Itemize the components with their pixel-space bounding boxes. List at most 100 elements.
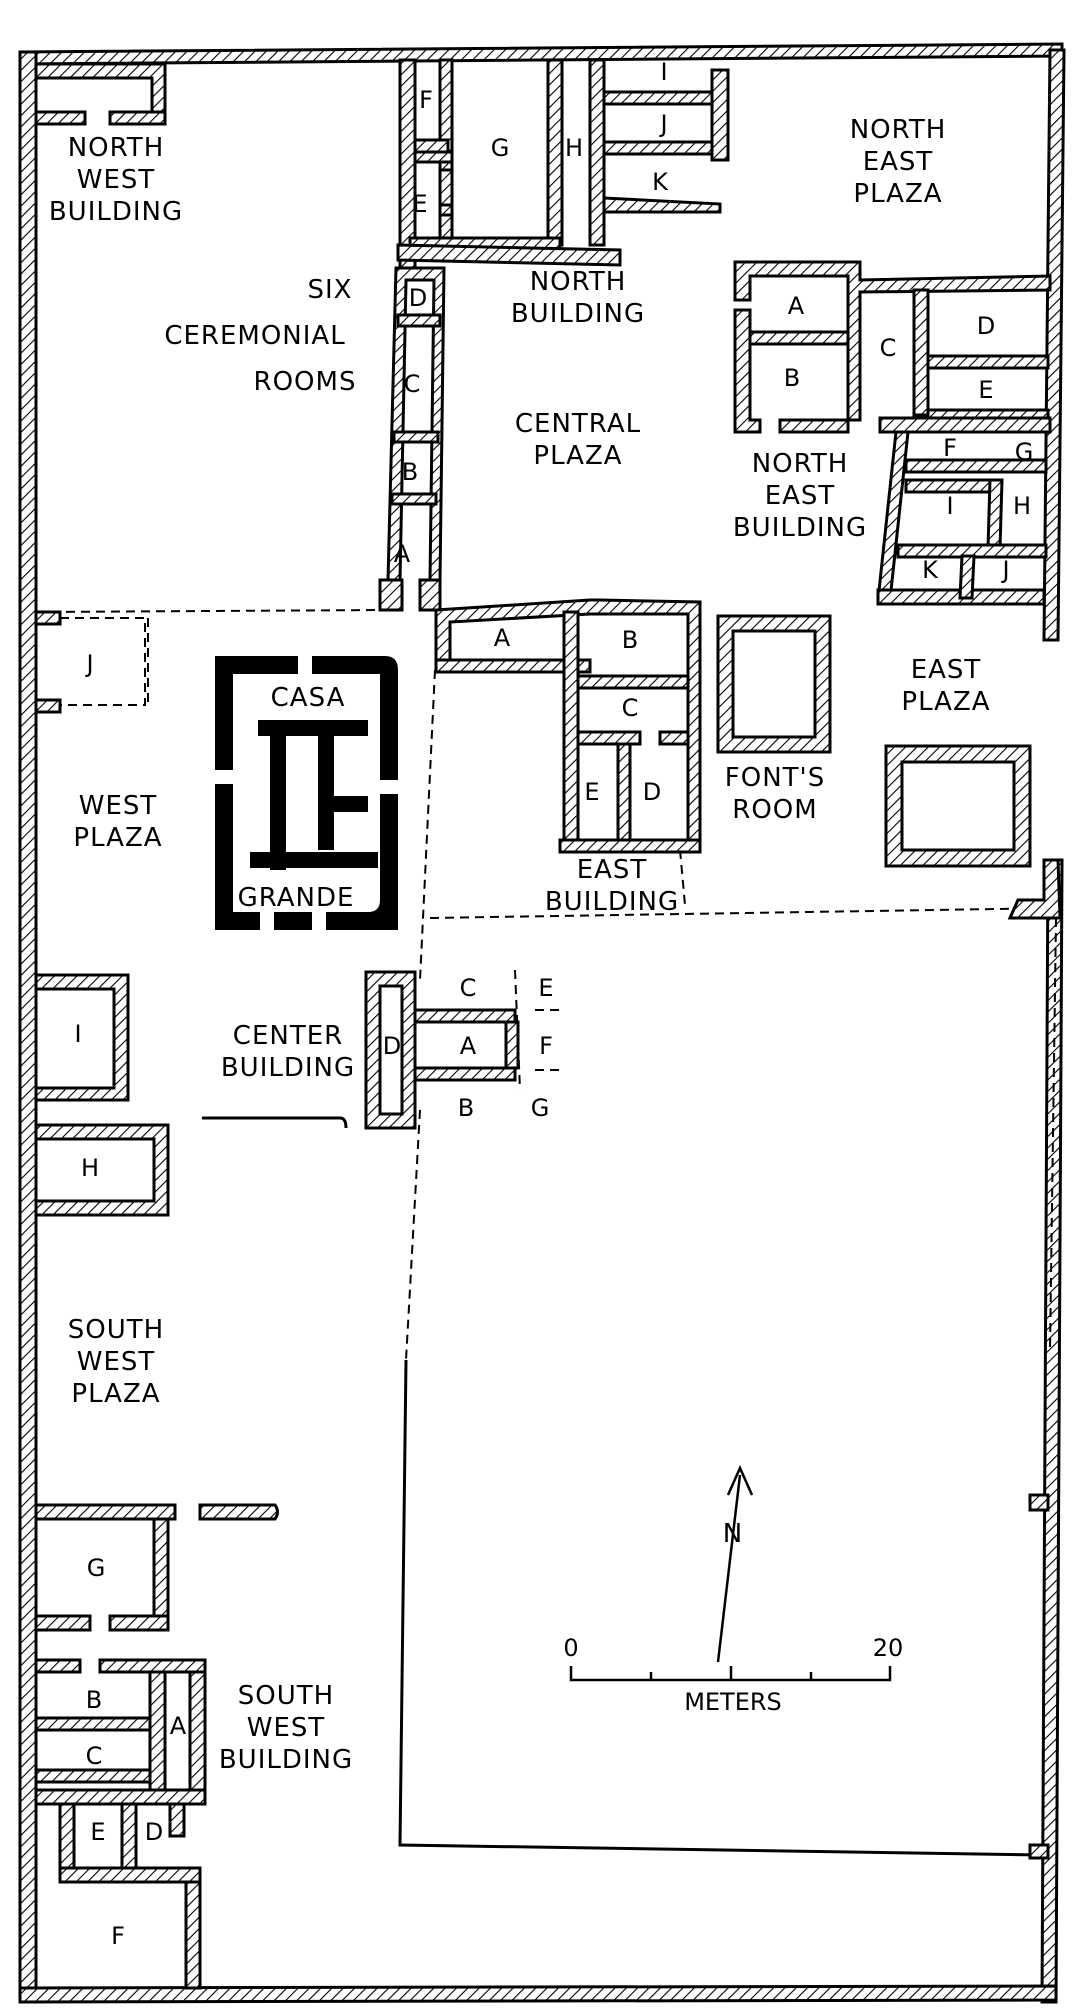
svg-text:E: E [584,778,599,806]
south-west-building-room-labels: B A C E D F [86,1686,187,1950]
svg-text:PLAZA: PLAZA [533,441,622,471]
north-arrow-icon [716,1464,754,1663]
svg-text:NORTH: NORTH [68,133,165,163]
fonts-room [716,614,832,754]
south-compound [398,1359,1050,1860]
area-casa-grande: CASA GRANDE [238,683,355,913]
svg-text:C: C [404,370,421,398]
north-east-building [733,260,1052,606]
area-six-ceremonial-rooms: SIX CEREMONIAL ROOMS [164,275,357,397]
compound-wall [18,42,1066,2004]
svg-text:B: B [622,626,638,654]
svg-text:D: D [409,284,427,312]
svg-text:F: F [539,1032,553,1060]
svg-text:F: F [419,86,433,114]
svg-text:D: D [145,1818,163,1846]
svg-text:E: E [978,376,993,404]
svg-text:I: I [946,492,953,520]
svg-text:D: D [383,1032,401,1060]
area-east-building: EAST BUILDING [545,855,678,917]
west-rooms [34,973,170,1217]
svg-text:BUILDING: BUILDING [219,1745,353,1775]
svg-text:CEREMONIAL: CEREMONIAL [164,321,345,351]
svg-text:H: H [1013,492,1031,520]
svg-text:H: H [565,134,583,162]
svg-text:ROOM: ROOM [732,795,817,825]
svg-text:B: B [402,458,418,486]
svg-text:FONT'S: FONT'S [725,763,825,793]
svg-text:PLAZA: PLAZA [73,823,162,853]
area-north-east-plaza: NORTH EAST PLAZA [850,115,947,209]
svg-text:C: C [622,694,639,722]
svg-text:CENTER: CENTER [233,1021,343,1051]
svg-text:BUILDING: BUILDING [49,197,183,227]
svg-text:E: E [90,1818,105,1846]
svg-text:SIX: SIX [308,275,353,305]
svg-text:I: I [660,58,667,86]
south-west-building [34,1503,279,1990]
area-east-plaza: EAST PLAZA [901,655,990,717]
svg-text:WEST: WEST [77,165,156,195]
area-south-west-building: SOUTH WEST BUILDING [219,1681,353,1775]
svg-text:WEST: WEST [77,1347,156,1377]
svg-text:A: A [788,292,805,320]
north-arrow-label: N [723,1519,743,1549]
svg-text:WEST: WEST [79,791,158,821]
scale-start-label: 0 [563,1634,578,1662]
scale-unit-label: METERS [684,1688,782,1716]
svg-text:F: F [111,1922,125,1950]
svg-text:G: G [491,134,510,162]
scale-end-label: 20 [873,1634,904,1662]
svg-text:E: E [412,190,427,218]
svg-text:I: I [74,1020,81,1048]
svg-text:BUILDING: BUILDING [221,1053,355,1083]
svg-text:G: G [1015,438,1034,466]
casa-grande [215,656,398,930]
svg-text:C: C [880,334,897,362]
svg-text:CASA: CASA [271,683,346,713]
svg-text:F: F [943,434,957,462]
svg-text:GRANDE: GRANDE [238,883,355,913]
svg-text:B: B [458,1094,474,1122]
east-building-room-labels: A B C E D [494,624,661,806]
svg-text:PLAZA: PLAZA [901,687,990,717]
svg-text:BUILDING: BUILDING [511,299,645,329]
svg-text:G: G [87,1554,106,1582]
svg-text:B: B [784,364,800,392]
svg-text:E: E [538,974,553,1002]
svg-text:C: C [460,974,477,1002]
east-plaza-room [884,744,1062,920]
area-west-plaza: WEST PLAZA [73,791,162,853]
area-fonts-room: FONT'S ROOM [725,763,825,825]
svg-text:G: G [531,1094,550,1122]
svg-text:ROOMS: ROOMS [254,367,357,397]
svg-text:NORTH: NORTH [530,267,627,297]
six-ceremonial-rooms [378,266,446,612]
svg-text:B: B [86,1686,102,1714]
svg-text:NORTH: NORTH [850,115,947,145]
svg-text:SOUTH: SOUTH [238,1681,334,1711]
svg-text:EAST: EAST [863,147,934,177]
svg-text:D: D [643,778,661,806]
svg-text:D: D [977,312,995,340]
center-building-room-labels: C E D A F B G [383,974,554,1122]
svg-text:NORTH: NORTH [752,449,849,479]
svg-text:EAST: EAST [577,855,648,885]
svg-text:A: A [494,624,511,652]
area-north-east-building: NORTH EAST BUILDING [733,449,867,543]
svg-text:J: J [84,650,93,678]
west-room-j [34,610,62,714]
svg-text:A: A [394,540,411,568]
north-building [396,58,730,272]
svg-text:CENTRAL: CENTRAL [515,409,641,439]
svg-text:BUILDING: BUILDING [733,513,867,543]
svg-text:H: H [81,1154,99,1182]
scale-bar [569,1666,892,1682]
north-building-room-labels: F G H I J K E [412,58,669,218]
svg-text:A: A [460,1032,477,1060]
svg-text:SOUTH: SOUTH [68,1315,164,1345]
dashed-boundaries [35,609,1061,1361]
svg-text:K: K [922,556,939,584]
area-south-west-plaza: SOUTH WEST PLAZA [68,1315,164,1409]
ceremonial-room-labels: D C B A [394,284,427,568]
